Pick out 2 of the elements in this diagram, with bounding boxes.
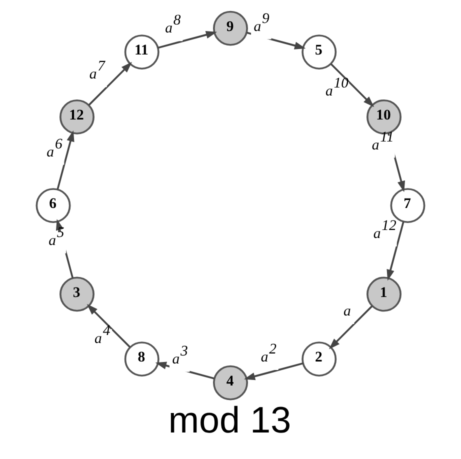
diagram-title: mod 13	[168, 400, 292, 441]
edge-label: a	[344, 304, 351, 320]
